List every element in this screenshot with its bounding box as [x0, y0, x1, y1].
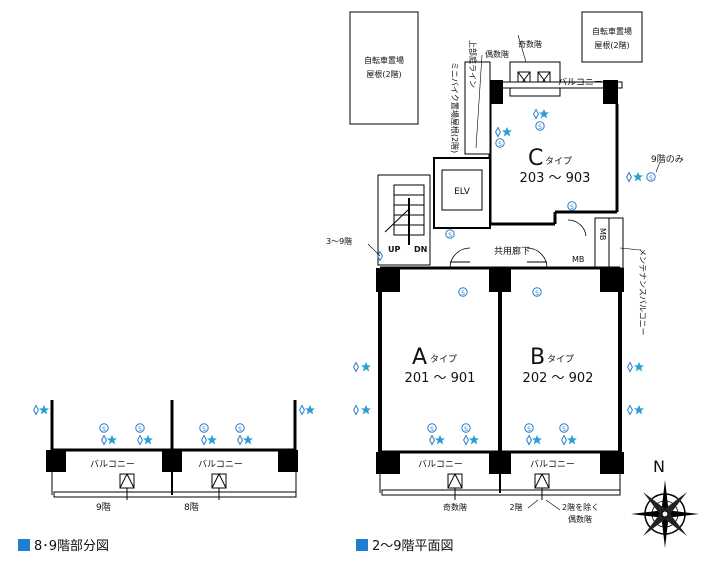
elv-label: ELV [454, 187, 471, 197]
stair-up-label: UP [388, 245, 400, 254]
floor-8-label: 8階 [184, 502, 199, 513]
north-arrow [631, 480, 699, 548]
unit-c-suffix: タイプ [545, 156, 572, 167]
balcony-label-c: バルコニー [558, 77, 603, 88]
odd-floor-bottom: 奇数階 [443, 502, 467, 512]
legend-square-plan [356, 539, 368, 551]
bike-roof-right-line2: 屋根(2階) [594, 40, 629, 50]
north-label: N [653, 457, 665, 476]
floor-9-label: 9階 [96, 502, 111, 513]
balcony-label-partial-2: バルコニー [198, 459, 243, 470]
floor-2-bottom: 2階 [509, 502, 522, 512]
stair-dn-label: DN [414, 245, 427, 254]
unit-c-rooms: 203 ～ 903 [520, 171, 591, 186]
partial-plan-8-9 [33, 400, 315, 500]
balcony-label-a: バルコニー [418, 459, 463, 470]
even-floor-top: 偶数階 [485, 49, 509, 59]
unit-b-rooms: 202 ～ 902 [523, 371, 594, 386]
legend-plan-title: 2～9階平面図 [372, 539, 454, 554]
garden-line-label: 上部庭ライン [468, 40, 478, 88]
unit-a-letter: A [412, 345, 427, 370]
unit-a-suffix: タイプ [430, 354, 457, 365]
unit-b-letter: B [530, 345, 545, 370]
bike-roof-left-line2: 屋根(2階) [366, 69, 401, 79]
bike-roof-right-line1: 自転車置場 [592, 26, 632, 36]
unit-c-letter: C [528, 146, 543, 171]
main-plan-walls [349, 11, 661, 511]
maintenance-balcony-label: メンテナンスバルコニー [638, 248, 647, 336]
common-corridor-label: 共用廊下 [494, 245, 530, 257]
mb-label: MB [572, 255, 584, 264]
ninth-only-label: 9階のみ [651, 154, 684, 165]
except-2-even-bottom: 2階を除く 偶数階 [562, 502, 602, 524]
odd-floor-top: 奇数階 [518, 39, 542, 49]
balcony-label-partial-1: バルコニー [90, 459, 135, 470]
floors-3-9-label: 3～9階 [326, 236, 352, 246]
mb-label-vertical: MB [598, 228, 607, 240]
legend-square-partial [18, 539, 30, 551]
unit-b-suffix: タイプ [547, 354, 574, 365]
unit-a-rooms: 201 ～ 901 [405, 371, 476, 386]
bike-roof-left-line1: 自転車置場 [364, 55, 404, 65]
balcony-label-b: バルコニー [530, 459, 575, 470]
legend-partial-title: 8･9階部分図 [34, 539, 109, 554]
minibike-roof-label: ミニバイク置場屋根(2階) [450, 62, 460, 153]
